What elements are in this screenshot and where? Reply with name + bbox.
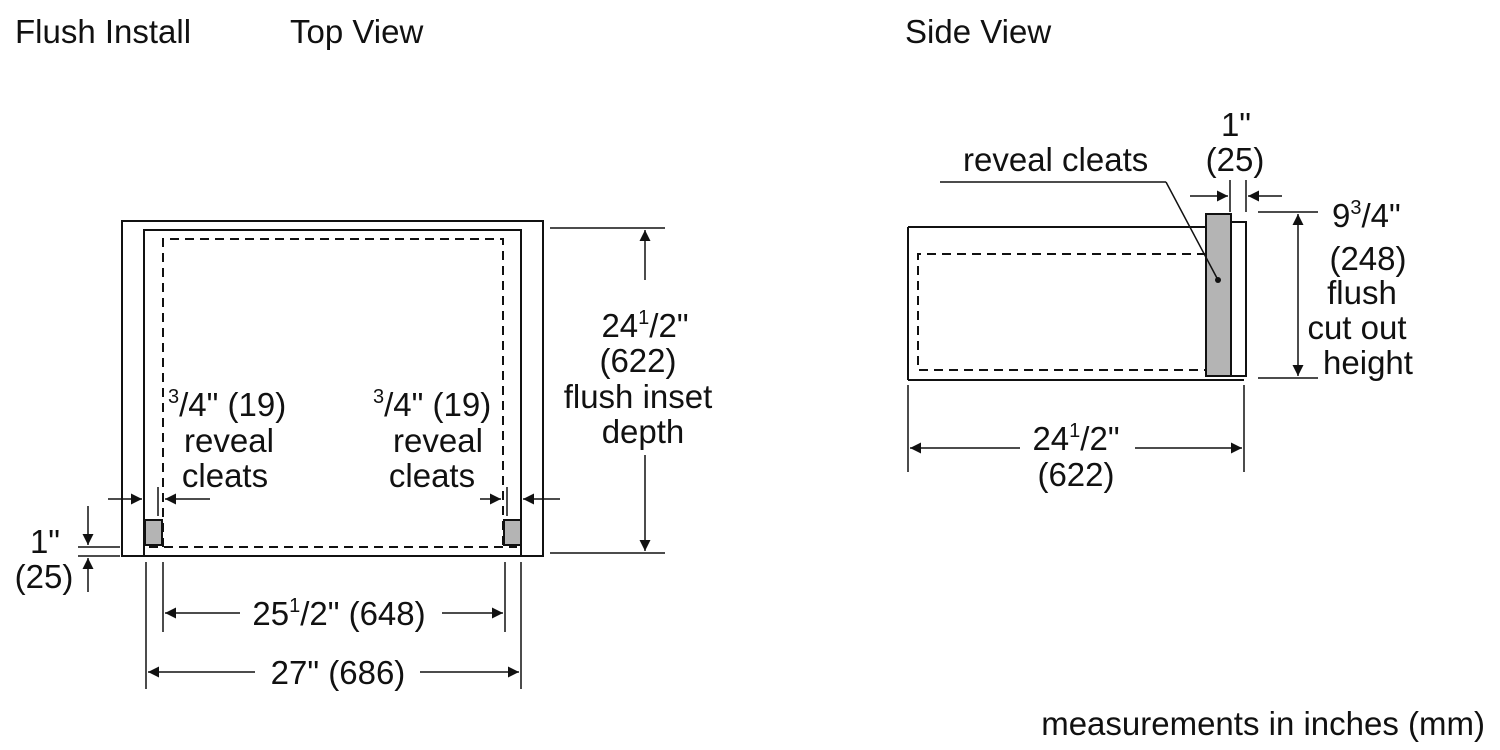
outer-width-dimension: 27" (686) <box>145 562 522 691</box>
front-offset-dimension: 1" (25) <box>15 506 120 595</box>
right-cleat-dimension: 3/4" (19) reveal cleats <box>373 386 560 516</box>
title-side-view: Side View <box>905 13 1051 50</box>
side-cleats-callout: reveal cleats <box>940 141 1221 283</box>
side-thickness-dimension: 1" (25) <box>1190 106 1282 212</box>
top-view-depth-dimension: 241/2" (622) flush inset depth <box>550 227 713 554</box>
side-door-panel <box>1230 221 1247 377</box>
right-cleat-size: 3/4" (19) <box>373 386 491 423</box>
side-depth-inch: 241/2" <box>1032 420 1119 457</box>
top-depth-mm: (622) <box>599 342 676 379</box>
side-height-dimension: 93/4" (248) flush cut out height <box>1258 197 1413 381</box>
top-view-inset-outline <box>162 238 504 547</box>
title-top-view: Top View <box>290 13 423 50</box>
left-cleat-dimension: 3/4" (19) reveal cleats <box>108 386 286 516</box>
side-thickness-mm: (25) <box>1206 141 1265 178</box>
side-depth-dimension: 241/2" (622) <box>907 385 1245 493</box>
units-note: measurements in inches (mm) <box>1041 705 1485 742</box>
front-offset-mm: (25) <box>15 558 74 595</box>
side-view-inset-outline <box>917 253 1206 371</box>
side-height-line2: cut out <box>1307 309 1406 346</box>
outer-width-label: 27" (686) <box>271 654 406 691</box>
side-reveal-cleat <box>1205 213 1232 377</box>
side-height-mm: (248) <box>1329 240 1406 277</box>
side-thickness-inch: 1" <box>1221 106 1251 143</box>
inner-width-label: 251/2" (648) <box>252 595 425 632</box>
side-cleats-label: reveal cleats <box>963 141 1148 178</box>
side-height-line1: flush <box>1327 274 1397 311</box>
top-depth-line2: depth <box>602 413 685 450</box>
side-height-inch: 93/4" <box>1332 197 1401 234</box>
title-flush-install: Flush Install <box>15 13 191 50</box>
right-reveal-cleat <box>503 519 522 546</box>
right-cleat-line2: cleats <box>389 457 475 494</box>
side-depth-mm: (622) <box>1037 456 1114 493</box>
left-cleat-line1: reveal <box>184 422 274 459</box>
left-cleat-size: 3/4" (19) <box>168 386 286 423</box>
inner-width-dimension: 251/2" (648) <box>162 562 506 632</box>
front-offset-inch: 1" <box>30 523 60 560</box>
side-height-line3: height <box>1323 344 1413 381</box>
top-depth-line1: flush inset <box>564 378 713 415</box>
top-view-drawing <box>121 220 544 557</box>
left-reveal-cleat <box>144 519 163 546</box>
left-cleat-line2: cleats <box>182 457 268 494</box>
top-depth-inch: 241/2" <box>601 307 688 344</box>
right-cleat-line1: reveal <box>393 422 483 459</box>
side-view-drawing <box>907 213 1247 381</box>
